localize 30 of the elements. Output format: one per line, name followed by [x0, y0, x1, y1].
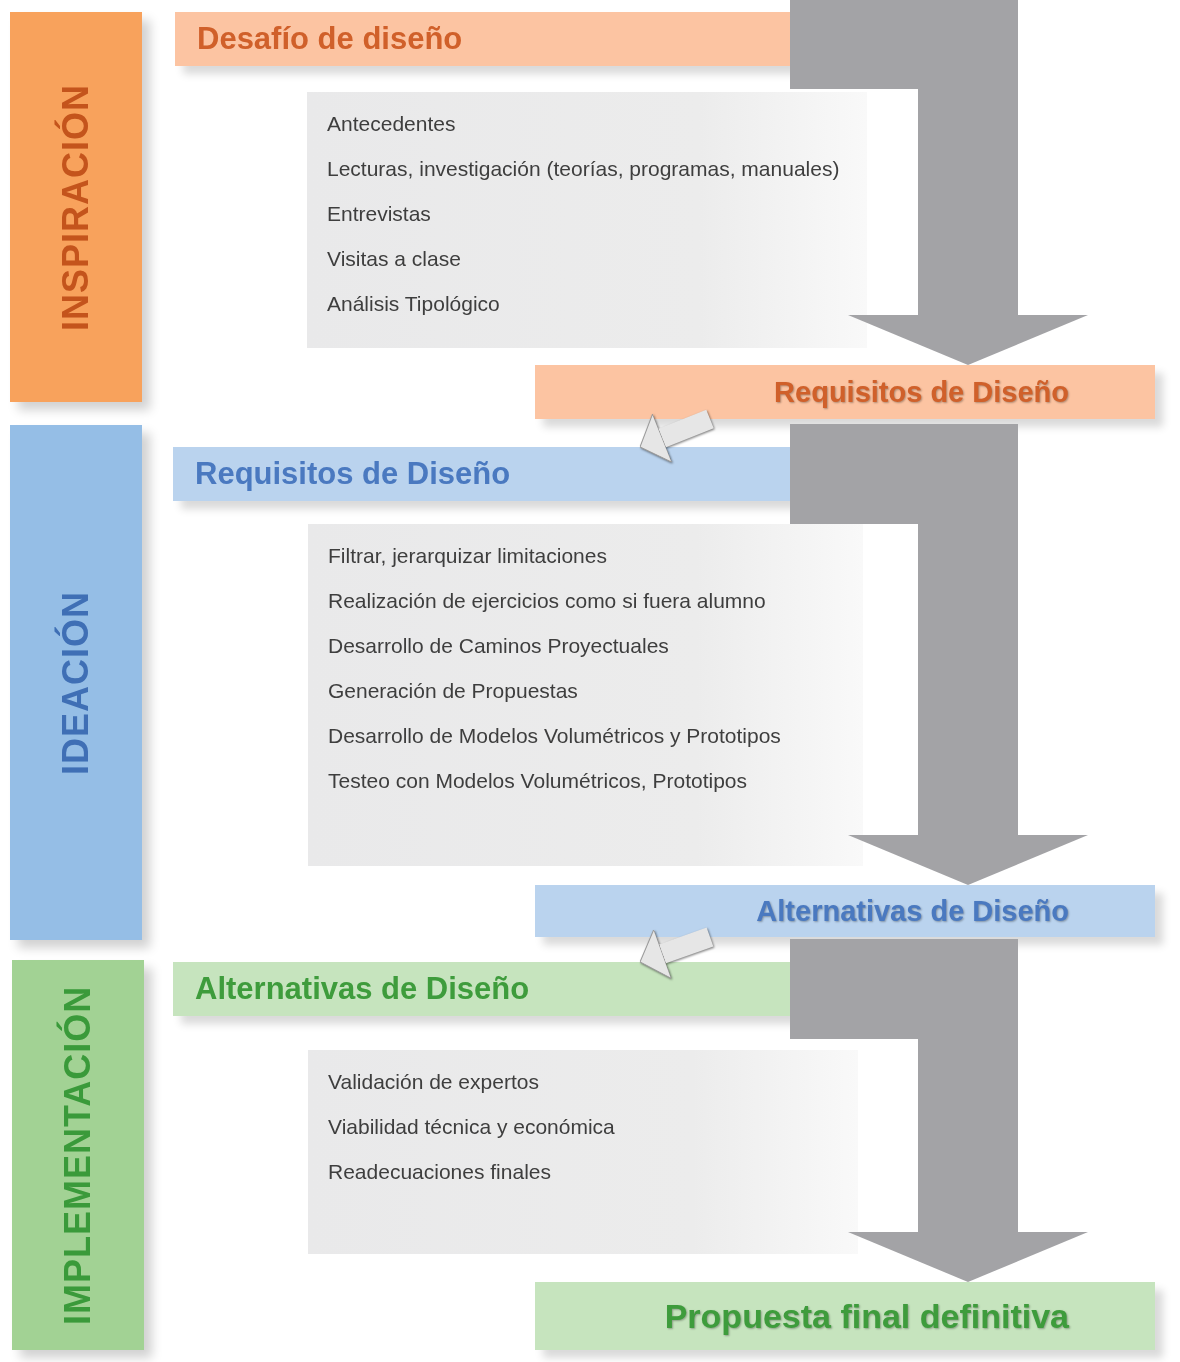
phase-band: IMPLEMENTACIÓN	[12, 960, 144, 1350]
list-item: Desarrollo de Caminos Proyectuales	[328, 633, 669, 659]
stage-heading: Desafío de diseño	[175, 12, 790, 66]
list-item: Filtrar, jerarquizar limitaciones	[328, 543, 607, 569]
list-item: Análisis Tipológico	[327, 291, 500, 317]
list-item: Generación de Propuestas	[328, 678, 578, 704]
list-item: Visitas a clase	[327, 246, 461, 272]
stage-result-bar: Requisitos de Diseño	[535, 365, 1155, 419]
phase-band: IDEACIÓN	[10, 425, 142, 940]
list-item: Viabilidad técnica y económica	[328, 1114, 615, 1140]
list-item: Lecturas, investigación (teorías, programas, manuales)	[327, 156, 840, 182]
content-panel	[307, 92, 867, 348]
arrow	[639, 927, 714, 979]
list-item: Readecuaciones finales	[328, 1159, 551, 1185]
content-panel	[308, 524, 863, 866]
stage-heading: Requisitos de Diseño	[173, 447, 790, 501]
list-item: Realización de ejercicios como si fuera alumno	[328, 588, 766, 614]
phase-band: INSPIRACIÓN	[10, 12, 142, 402]
stage-heading: Alternativas de Diseño	[173, 962, 790, 1016]
arrow	[639, 409, 714, 463]
list-item: Validación de expertos	[328, 1069, 539, 1095]
list-item: Entrevistas	[327, 201, 431, 227]
arrow	[790, 0, 1088, 365]
content-panel	[308, 1050, 858, 1254]
list-item: Testeo con Modelos Volumétricos, Prototipos	[328, 768, 748, 794]
stage-result-bar: Alternativas de Diseño	[535, 885, 1155, 937]
arrow	[790, 424, 1088, 885]
list-item: Desarrollo de Modelos Volumétricos y Prototipos	[328, 723, 781, 749]
list-item: Antecedentes	[327, 111, 456, 137]
stage-result-bar: Propuesta final definitiva	[535, 1282, 1155, 1350]
